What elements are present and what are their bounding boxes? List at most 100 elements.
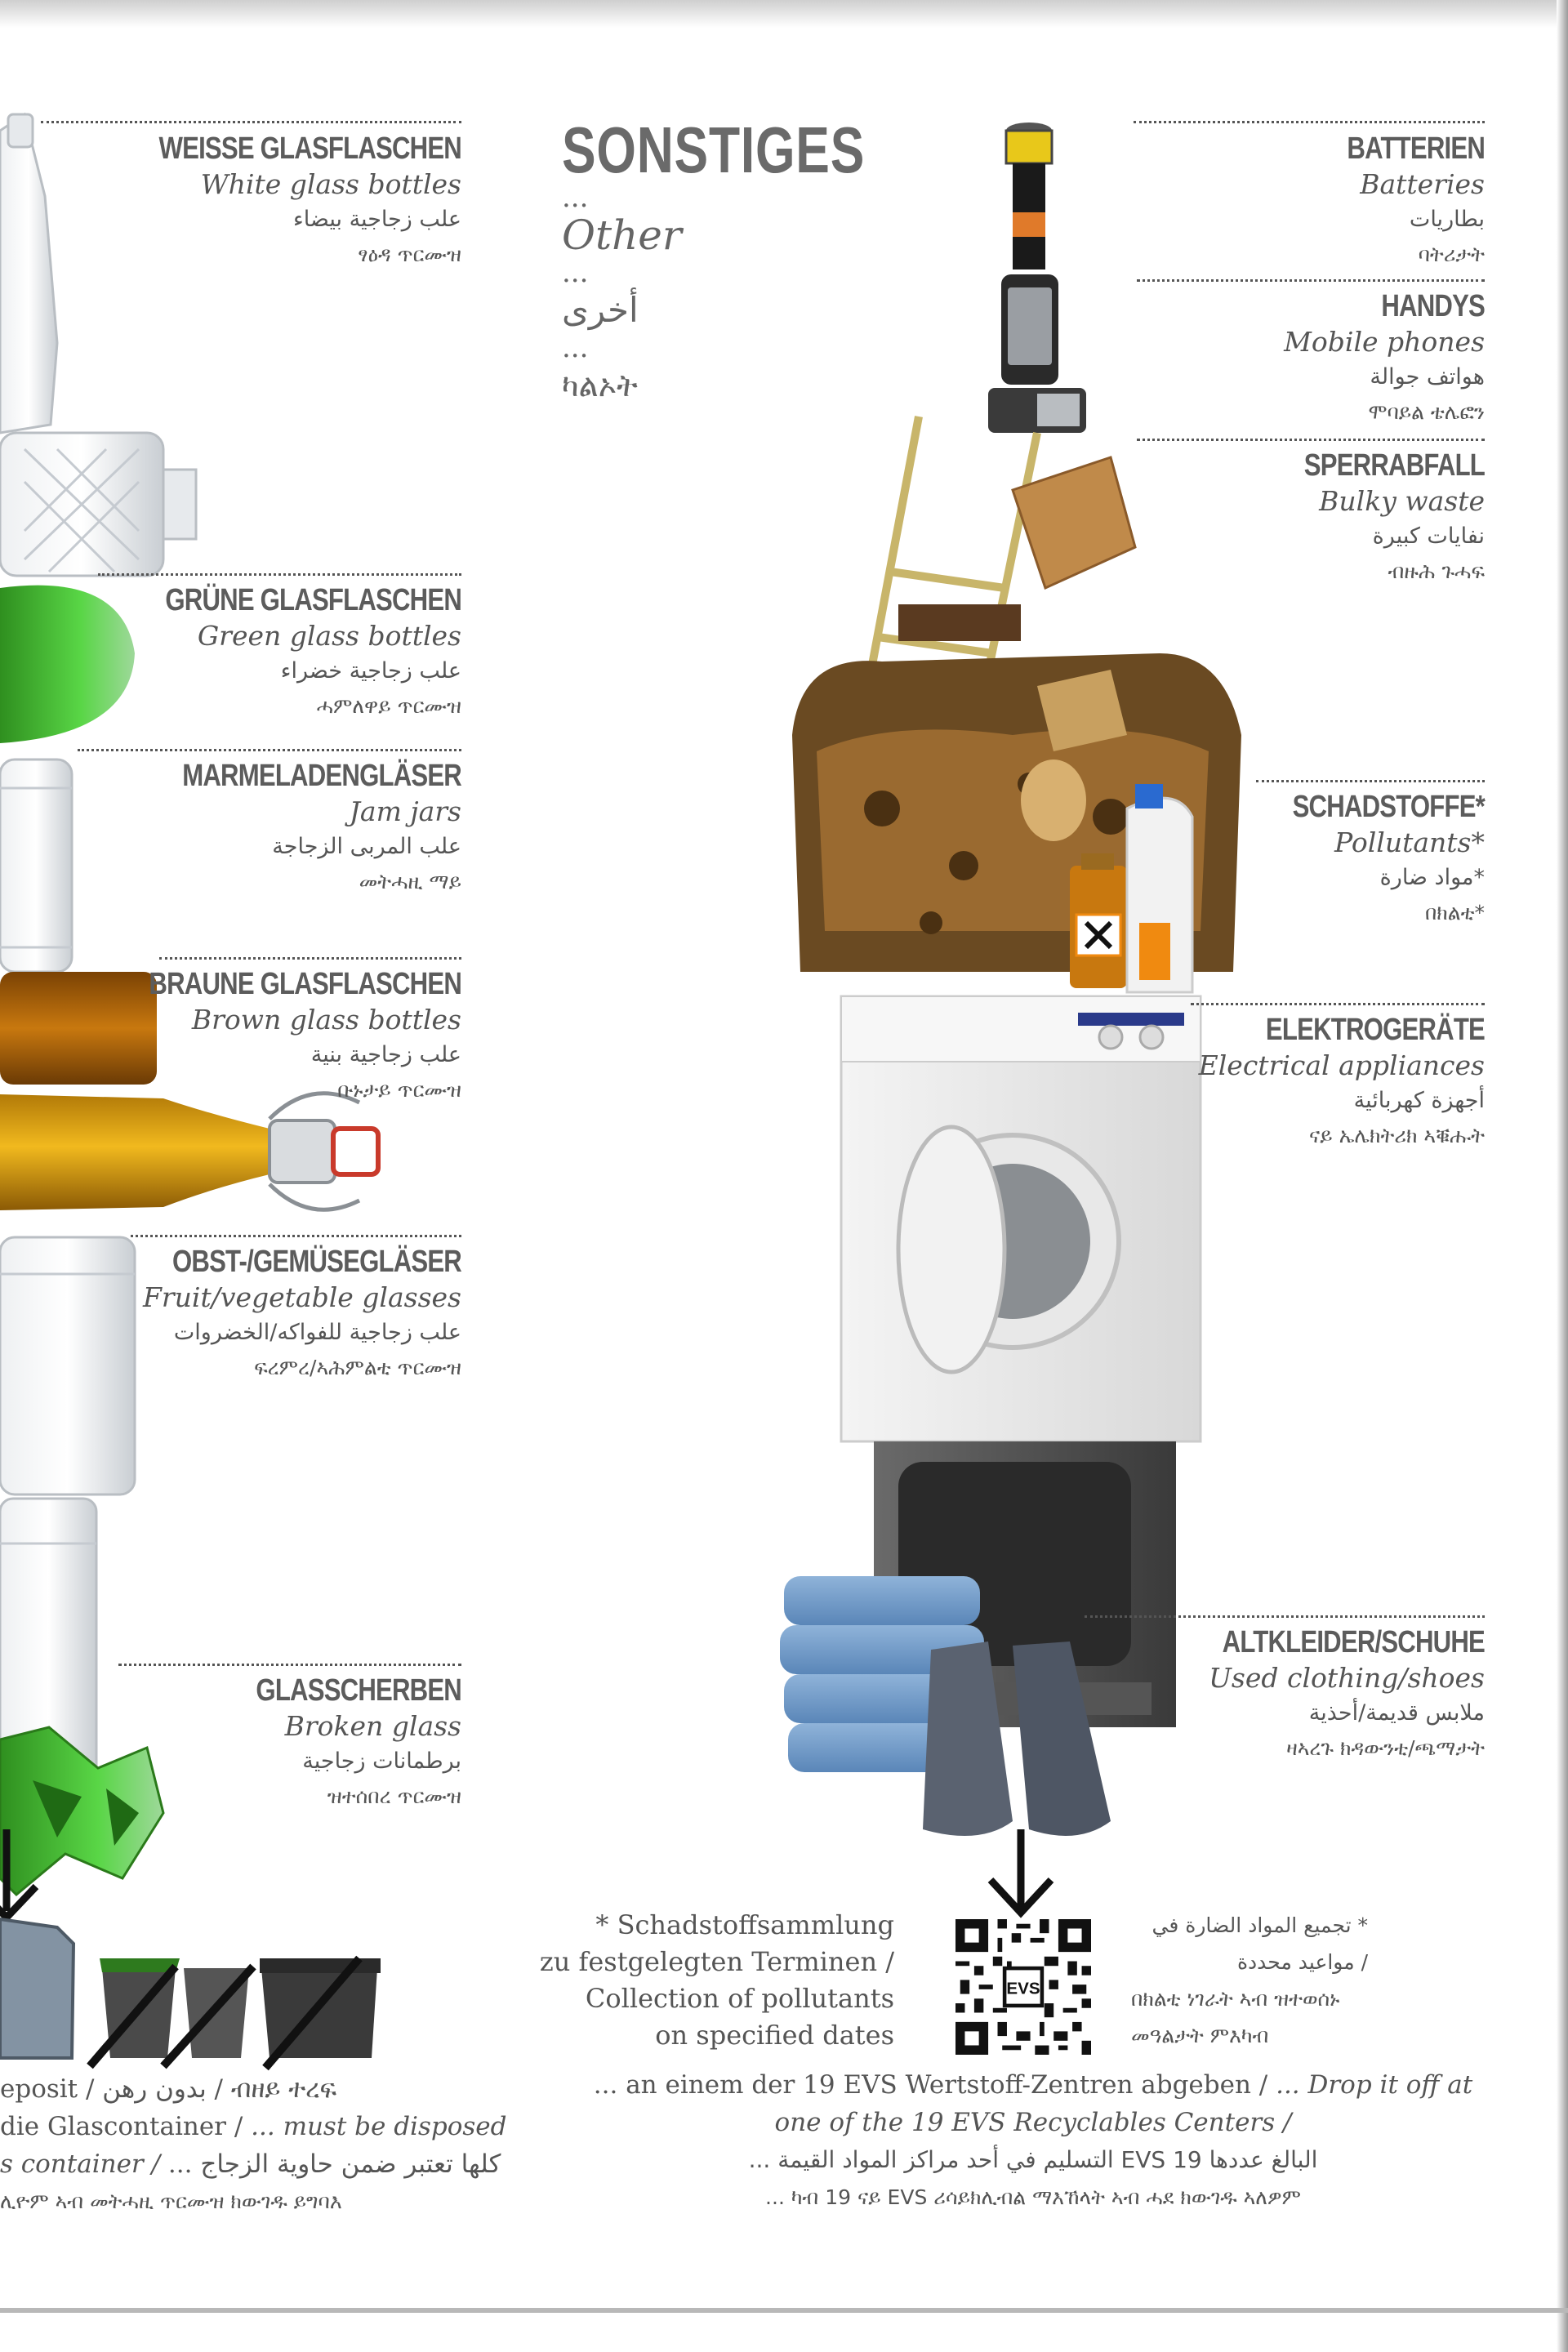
label-de: BRAUNE GLASFLASCHEN <box>149 967 461 1001</box>
section-title-de: SONSTIGES <box>562 114 866 186</box>
section-title-am: ካልኦት <box>562 368 638 403</box>
label-en: Jam jars <box>349 795 461 827</box>
label-brown-glass: BRAUNE GLASFLASCHEN Brown glass bottles … <box>74 966 461 1108</box>
label-en: Pollutants* <box>1334 826 1485 858</box>
amber-beer-bottle-image <box>0 1091 381 1212</box>
recycling-center-footer: ... an einem der 19 EVS Wertstoff-Zentre… <box>564 2066 1503 2216</box>
jam-jar-image <box>0 758 74 973</box>
footer-line1: ... an einem der 19 EVS Wertstoff-Zentre… <box>564 2066 1503 2104</box>
label-ar: هواتف جوالة <box>1370 364 1485 390</box>
section-title-block: SONSTIGES ... Other ... أخرى ... ካልኦት <box>562 114 951 412</box>
footer-line4: ... ካብ 19 ናይ EVS ሪሳይክሊብል ማእኸላት ኣብ ሓደ ክውገ… <box>765 2185 1301 2209</box>
footer-line1-en: ... Drop it off at <box>1276 2070 1473 2100</box>
label-electrical: ELEKTROGERÄTE Electrical appliances أجهز… <box>1062 1012 1486 1154</box>
divider-jam <box>78 749 461 751</box>
fruit-glass-image <box>0 1236 136 1496</box>
label-de: GLASSCHERBEN <box>256 1673 461 1708</box>
label-green-glass: GRÜNE GLASFLASCHEN Green glass bottles ع… <box>74 582 461 724</box>
label-ar: بطاريات <box>1409 207 1485 232</box>
section-title-en: Other <box>562 212 682 259</box>
label-ar: علب زجاجية للفواكه/الخضروات <box>173 1320 461 1345</box>
label-de: MARMELADENGLÄSER <box>182 759 462 793</box>
label-de: SCHADSTOFFE* <box>1292 790 1486 824</box>
brown-bottle-image <box>0 972 157 1085</box>
white-bottle-image <box>0 112 59 434</box>
label-en: Batteries <box>1360 168 1485 200</box>
label-en: Electrical appliances <box>1198 1049 1485 1081</box>
note-line3: Collection of pollutants <box>585 1983 894 2014</box>
separator-ellipsis: ... <box>562 181 589 214</box>
qr-code-icon: EVS <box>956 1919 1091 2055</box>
crossed-grey-bin-icon <box>160 1963 256 2069</box>
section-title-ar: أخرى <box>562 290 639 330</box>
label-am: በክልቲ* <box>1424 901 1485 924</box>
glass-footer-line3-ar: ... كلها تعتبر ضمن حاوية الزجاج <box>167 2149 501 2179</box>
label-am: ቡኑታይ ጥርሙዝ <box>337 1078 461 1102</box>
divider-pollutants <box>1256 780 1485 782</box>
label-de: HANDYS <box>1381 289 1485 323</box>
note-line2: zu festgelegten Terminen / <box>539 1946 894 1977</box>
label-broken-glass: GLASSCHERBEN Broken glass برطمانات زجاجي… <box>74 1673 461 1815</box>
divider-batteries <box>1134 121 1485 123</box>
label-en: Bulky waste <box>1319 485 1485 517</box>
glass-footer: eposit / بدون رهن / ብዘይ ተረፍ die Glascont… <box>0 2070 506 2221</box>
separator-ellipsis: ... <box>562 256 589 289</box>
pollutant-bottles-image <box>1070 784 1194 994</box>
label-ar: علب زجاجية بيضاء <box>293 207 461 232</box>
label-ar: نفايات كبيرة <box>1372 523 1485 549</box>
divider-clothing <box>1085 1615 1485 1618</box>
crossed-green-bin-icon <box>87 1958 180 2069</box>
separator-ellipsis: ... <box>562 332 589 364</box>
lamp-image <box>1021 670 1127 841</box>
glass-footer-line3: s container / ... كلها تعتبر ضمن حاوية ا… <box>0 2145 501 2183</box>
label-de: OBST-/GEMÜSEGLÄSER <box>172 1245 462 1279</box>
divider-green <box>98 573 461 576</box>
crossed-large-bin-icon <box>260 1955 381 2071</box>
footer-line2-en: one of the 19 EVS Recyclables Centers / <box>774 2108 1292 2137</box>
note-am-line2: መዓልታት ምእካብ <box>1131 2024 1269 2047</box>
glass-stack-illustration <box>0 112 381 2071</box>
clear-decor-bottle-image <box>0 431 198 577</box>
footer-line2: one of the 19 EVS Recyclables Centers / <box>564 2104 1503 2141</box>
label-de: SPERRABFALL <box>1303 448 1486 483</box>
green-bottle-image <box>0 585 135 743</box>
label-en: White glass bottles <box>200 168 461 200</box>
label-am: ባትሪታት <box>1418 243 1485 266</box>
mobile-phones-image <box>988 274 1086 433</box>
divider-white <box>41 121 461 123</box>
cushion-image <box>1011 456 1137 590</box>
label-en: Green glass bottles <box>197 620 461 652</box>
label-ar: علب زجاجية خضراء <box>280 658 461 684</box>
washing-machine-image <box>840 995 1202 1443</box>
label-batteries: BATTERIEN Batteries بطاريات ባትሪታት <box>1062 131 1485 273</box>
arrow-down-icon <box>0 1829 39 1923</box>
divider-bulky <box>1137 439 1485 441</box>
divider-electrical <box>1191 1003 1485 1005</box>
label-am: ዛኣረጉ ክዳውንቲ/ጫማታት <box>1286 1736 1485 1760</box>
pollutant-note: * Schadstoffsammlung zu festgelegten Ter… <box>523 1907 894 2054</box>
battery-image <box>1004 122 1054 270</box>
glass-footer-line2-en: ... must be disposed <box>251 2112 507 2141</box>
label-ar: برطمانات زجاجية <box>302 1748 461 1774</box>
label-clothing: ALTKLEIDER/SCHUHE Used clothing/shoes مل… <box>1062 1624 1486 1766</box>
label-de: BATTERIEN <box>1347 131 1485 166</box>
glass-footer-line1: eposit / بدون رهن / ብዘይ ተረፍ <box>0 2074 337 2104</box>
right-edge-shadow <box>1557 0 1568 2352</box>
note-ar-line2: / مواعيد محددة <box>1236 1950 1368 1974</box>
glass-footer-line2: die Glascontainer / ... must be disposed <box>0 2108 506 2145</box>
divider-brown <box>159 957 461 960</box>
label-am: ናይ ኤሌክትሪክ ኣቑሑት <box>1309 1124 1485 1147</box>
arrow-down-icon <box>987 1829 1054 1918</box>
label-am: ፍረምረ/ኣሕምልቲ ጥርሙዝ <box>254 1356 461 1379</box>
label-de: WEISSE GLASFLASCHEN <box>158 131 462 166</box>
label-am: ብዙሕ ጉሓፍ <box>1388 559 1485 583</box>
label-ar: علب زجاجية بنية <box>310 1042 461 1067</box>
label-de: ELEKTROGERÄTE <box>1265 1013 1486 1047</box>
label-ar: علب المربى الزجاجة <box>272 834 461 859</box>
label-en: Fruit/vegetable glasses <box>142 1281 461 1313</box>
top-shadow <box>0 0 1568 28</box>
label-am: መትሓዚ ማይ <box>359 870 461 893</box>
note-line1: * Schadstoffsammlung <box>595 1909 894 1940</box>
label-ar: *مواد ضارة <box>1379 865 1485 890</box>
label-en: Brown glass bottles <box>191 1004 461 1036</box>
